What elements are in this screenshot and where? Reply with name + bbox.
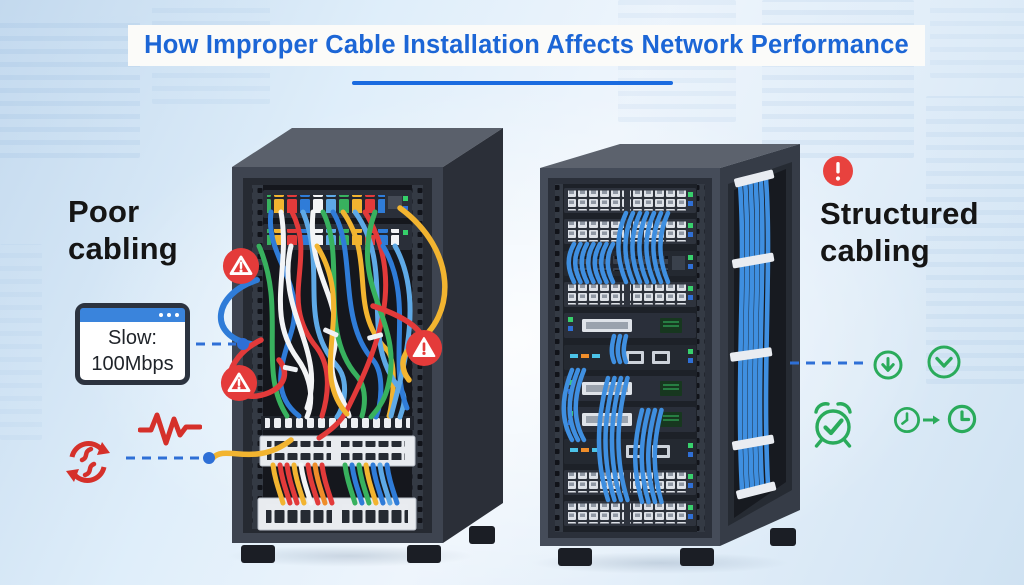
background-rack-silhouette: [926, 96, 1024, 384]
window-dot-icon: [167, 313, 171, 317]
speed-popup-body: Slow: 100Mbps: [80, 322, 185, 380]
time-after-clock-icon: [947, 404, 977, 434]
structured-cabling-rack-illustration: [522, 138, 814, 578]
title-underline: [352, 81, 673, 85]
window-dot-icon: [159, 313, 163, 317]
alert-icon: [822, 155, 854, 187]
time-before-clock-icon: [893, 406, 921, 434]
page-title: How Improper Cable Installation Affects …: [144, 31, 909, 59]
window-dot-icon: [175, 313, 179, 317]
speed-popup: Slow: 100Mbps: [75, 303, 190, 385]
signal-interference-icon: [138, 408, 202, 450]
background-rack-silhouette: [762, 0, 914, 158]
retransmission-error-icon: [62, 436, 114, 488]
warning-triangle-icon: [220, 364, 258, 402]
background-rack-silhouette: [930, 0, 1024, 78]
reduced-latency-icon: [927, 345, 961, 379]
poor-cabling-rack-illustration: [195, 108, 510, 568]
background-rack-silhouette: [0, 16, 140, 158]
reliability-alarm-check-icon: [808, 399, 858, 451]
speed-label: Slow:: [108, 327, 157, 349]
arrow-right-icon: [923, 415, 941, 425]
right-rack-shadow: [530, 552, 790, 574]
warning-triangle-icon: [405, 329, 443, 367]
speed-value: 100Mbps: [91, 353, 174, 375]
warning-triangle-icon: [222, 247, 260, 285]
structured-cabling-label: Structured cabling: [820, 196, 979, 268]
title-banner: How Improper Cable Installation Affects …: [128, 25, 925, 66]
background-rack-silhouette: [0, 244, 42, 440]
speed-popup-titlebar: [80, 308, 185, 322]
download-speed-icon: [873, 350, 903, 380]
poor-cabling-label: Poor cabling: [68, 194, 178, 266]
